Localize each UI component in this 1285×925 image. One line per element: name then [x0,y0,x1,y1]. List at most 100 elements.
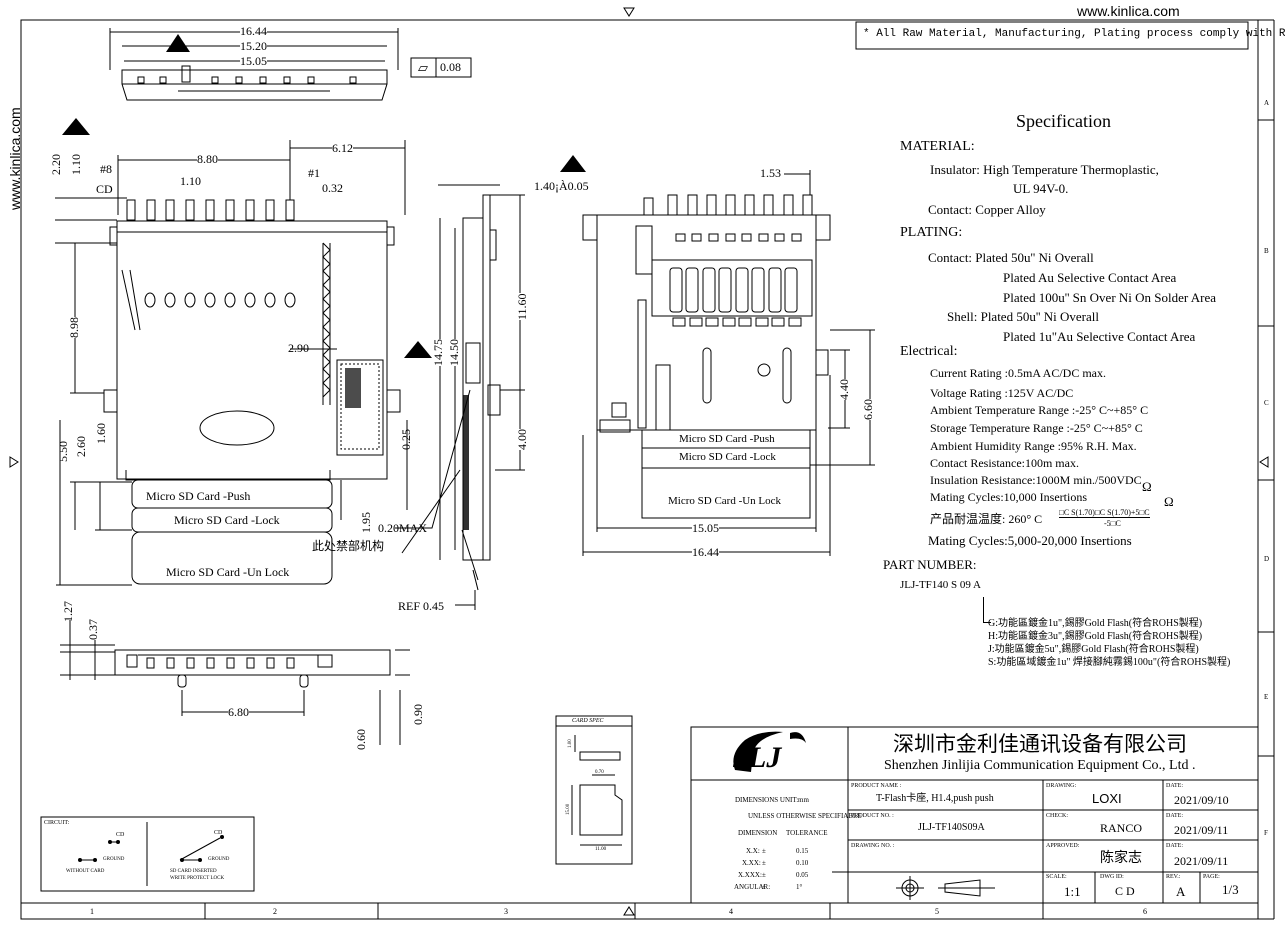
site-url: www.kinlica.com [1077,3,1180,19]
ambient-temp: Ambient Temperature Range :-25° C~+85° C [930,403,1149,417]
tol-xxx-key: X.XX: [742,859,761,867]
dimension-label: DIMENSION [738,829,778,837]
drawing-no-label: DRAWING NO. : [851,843,895,849]
border-row-b: B [1264,247,1269,255]
temp-fraction-bottom: -5□C [1104,519,1121,528]
dim-1-10-v: 1.10 [69,154,83,175]
dim-15-05: 15.05 [240,54,267,68]
border-row-a: A [1264,99,1270,107]
r-card-push-label: Micro SD Card -Push [679,433,775,445]
card-push-label: Micro SD Card -Push [146,489,251,503]
ul-rating: UL 94V-0. [1013,181,1069,196]
contact-material: Contact: Copper Alloy [928,202,1046,217]
dim-1-40: 1.40¡À0.05 [534,179,589,193]
part-leader [983,597,984,622]
contact-resistance: Contact Resistance:100m max. [930,456,1079,470]
option-h: H:功能區鍍金3u",錫膠Gold Flash(符合ROHS製程) [988,631,1203,642]
omega-1: Ω [1142,479,1152,494]
card-spec-070: 0.70 [595,770,604,775]
company-name-cn: 深圳市金利佳通讯设备有限公司 [893,732,1187,756]
circuit-write-protect: WRITE PROTECT LOCK [170,876,225,881]
svg-text:JLJ: JLJ [732,741,782,774]
plating-contact-3: Plated 100u'' Sn Over Ni On Solder Area [1003,290,1217,305]
tol-xx-value: 0.15 [796,847,809,855]
tol-angular-key: ANGULAR: [734,883,771,891]
dim-5-50: 5.50 [56,441,70,462]
card-lock-label: Micro SD Card -Lock [174,513,280,527]
date-label-1: DATE: [1166,783,1183,789]
dim-4-00: 4.00 [515,429,529,450]
border-col-1: 1 [90,907,94,916]
tol-xxxx-value: 0.05 [796,871,809,879]
dim-16-44: 16.44 [240,24,267,38]
border-col-5: 5 [935,907,939,916]
dwg-id-label: DWG ID: [1100,874,1124,880]
dwg-id: C D [1115,884,1135,898]
checked-by: RANCO [1100,821,1143,835]
dim-unit-label: DIMENSIONS UNIT: [735,796,799,804]
mating-cycles-2: Mating Cycles:5,000-20,000 Insertions [928,533,1132,548]
circuit-ground-2: GROUND [208,857,230,862]
dim-0-20max: 0.20MAX [378,521,428,535]
part-number-heading: PART NUMBER: [883,557,977,572]
circuit-cd-2: CD [214,830,223,836]
humidity: Ambient Humidity Range :95% R.H. Max. [930,439,1137,453]
current-rating: Current Rating :0.5mA AC/DC max. [930,366,1106,380]
plating-shell-2: Plated 1u"Au Selective Contact Area [1003,329,1196,344]
dim-1-53: 1.53 [760,166,781,180]
top-pins [126,199,295,221]
compliance-note: * All Raw Material, Manufacturing, Plati… [863,28,1285,40]
circuit-ground-1: GROUND [103,857,125,862]
material-heading: MATERIAL: [900,139,975,154]
circuit-card-inserted: SD CARD INSERTED [170,869,217,874]
tol-xxx-sign: ± [762,859,766,867]
dim-r-16-44: 16.44 [692,545,719,559]
page-value: 1/3 [1222,882,1239,897]
dim-6-60: 6.60 [861,399,875,420]
scale-label: SCALE: [1046,874,1067,880]
plating-shell-1: Shell: Plated 50u'' Ni Overall [947,309,1099,324]
tol-xx-key: X.X: [746,847,760,855]
plating-contact-1: Contact: Plated 50u'' Ni Overall [928,250,1094,265]
date-label-2: DATE: [1166,813,1183,819]
dim-4-40: 4.40 [837,379,851,400]
tol-xxx-value: 0.10 [796,859,809,867]
cd-label: CD [96,182,113,196]
border-col-2: 2 [273,907,277,916]
jlj-logo: JLJ [732,731,806,774]
card-spec-15: 15.00 [566,803,571,815]
tol-xxxx-sign: ± [762,871,766,879]
product-name-label: PRODUCT NAME : [851,783,902,789]
option-g: G:功能區鍍金1u",錫膠Gold Flash(符合ROHS製程) [988,618,1203,629]
card-spec-title: CARD SPEC [572,718,604,724]
date-1: 2021/09/10 [1174,793,1229,807]
rev-label: REV.: [1166,874,1181,880]
drawn-by: LOXI [1092,791,1122,806]
dim-0-32: 0.32 [322,181,343,195]
product-no: JLJ-TF140S09A [918,822,985,833]
dim-6-80: 6.80 [228,705,249,719]
option-j: J:功能區鍍金5u",錫膠Gold Flash(符合ROHS製程) [988,644,1199,655]
drawing-label: DRAWING: [1046,783,1077,789]
tol-angular-value: 1° [796,883,803,891]
dim-0-60: 0.60 [354,729,368,750]
omega-2: Ω [1164,494,1174,509]
drawing-frame [20,19,1259,920]
dim-6-12: 6.12 [332,141,353,155]
dim-0-90: 0.90 [411,704,425,725]
company-name-en: Shenzhen Jinlijia Communication Equipmen… [884,758,1196,773]
electrical-heading: Electrical: [900,344,958,359]
plating-contact-2: Plated Au Selective Contact Area [1003,270,1177,285]
tolerance-label: TOLERANCE [786,829,828,837]
dim-8-98: 8.98 [67,317,81,338]
dim-1-27: 1.27 [61,601,75,622]
tol-xx-sign: ± [762,847,766,855]
border-row-c: C [1264,399,1269,407]
r-card-unlock-label: Micro SD Card -Un Lock [668,495,782,507]
insulator: Insulator: High Temperature Thermoplasti… [930,162,1159,177]
border-col-4: 4 [729,907,733,916]
dim-2-20: 2.20 [49,154,63,175]
pin-8-label: #8 [100,162,112,176]
r-card-lock-label: Micro SD Card -Lock [679,451,776,463]
